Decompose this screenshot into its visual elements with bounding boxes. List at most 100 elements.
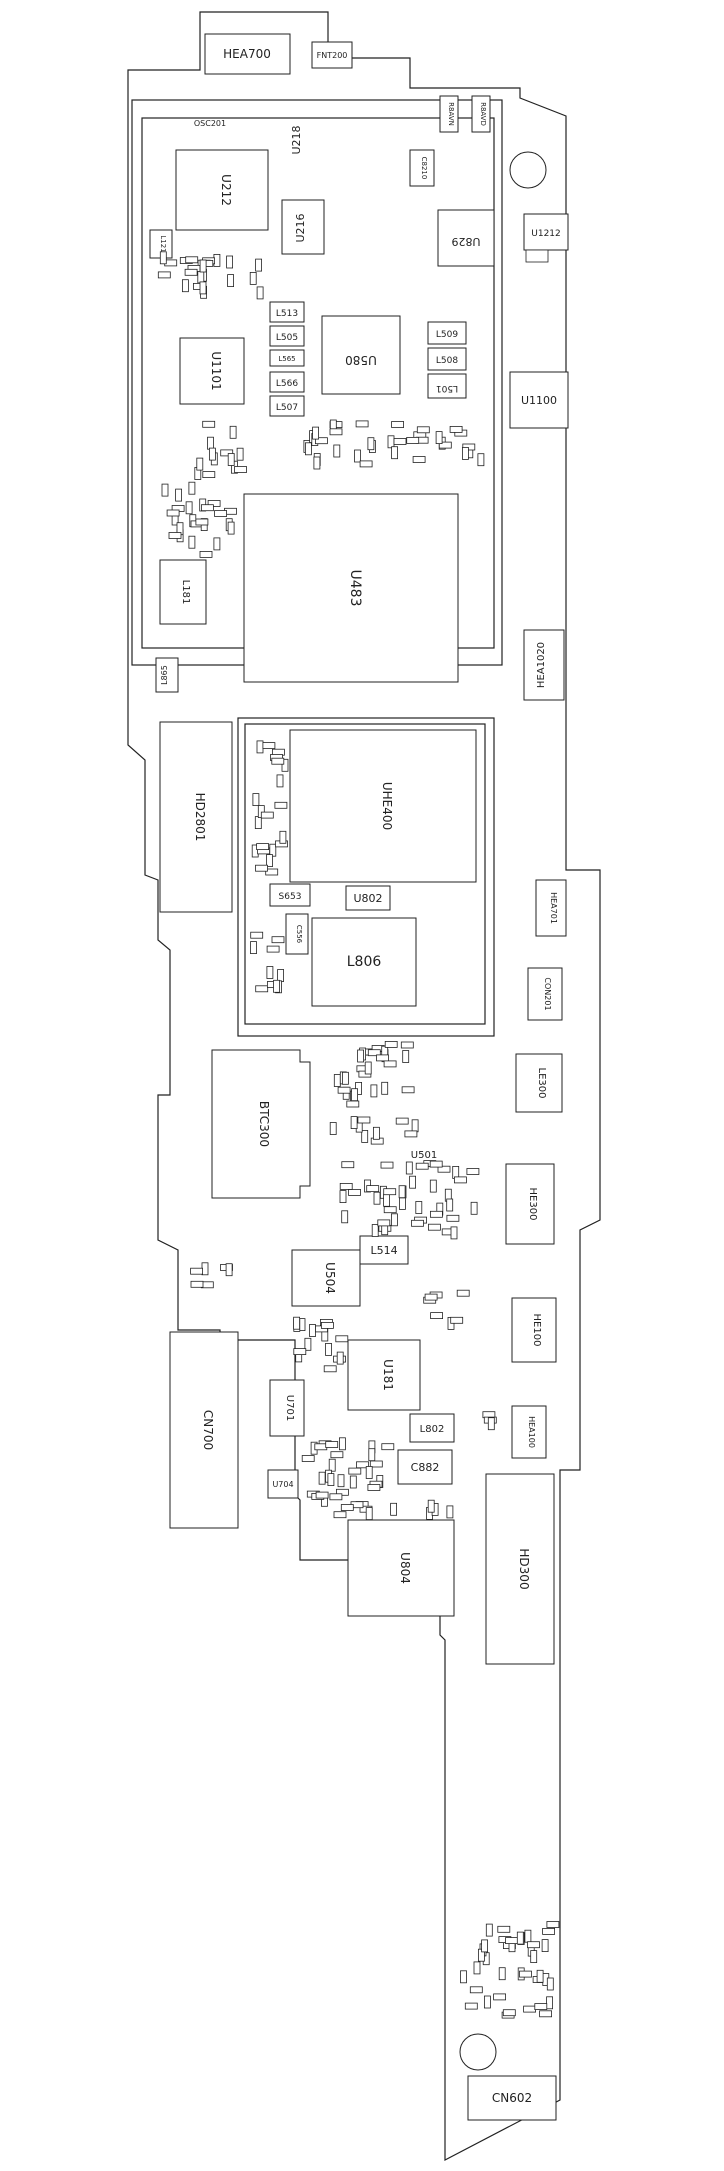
smd-part [277, 969, 285, 982]
smd-part [400, 1041, 414, 1049]
smd-part [220, 449, 234, 457]
smd-part [281, 758, 289, 772]
smd-part [427, 1499, 435, 1513]
l806-block [311, 917, 417, 1007]
smd-part [262, 742, 276, 749]
smd-part [273, 979, 280, 993]
smd-part [536, 1969, 544, 1983]
smd-part [391, 421, 405, 428]
u216-label: U216 [294, 213, 307, 242]
u212-label: U212 [219, 174, 233, 206]
smd-part [304, 1337, 312, 1351]
con201-label: CON201 [543, 977, 552, 1010]
smd-part [446, 1505, 454, 1519]
smd-part [523, 2005, 536, 2013]
smd-part [453, 1176, 467, 1184]
cn700-label: CN700 [201, 1410, 215, 1450]
l514-block [359, 1235, 409, 1265]
smd-part [271, 757, 285, 765]
smd-part [312, 426, 320, 440]
smd-part [337, 1086, 351, 1094]
smd-part [365, 1466, 373, 1479]
u1212-block [523, 213, 569, 251]
u580-block [321, 315, 401, 395]
smd-part [199, 281, 207, 295]
smd-part [368, 1448, 376, 1462]
smd-part [450, 1316, 464, 1324]
smd-part [249, 271, 257, 285]
smd-part [333, 1511, 347, 1519]
smd-part [196, 457, 204, 471]
he300-label: HE300 [527, 1188, 538, 1221]
hd300-label: HD300 [517, 1548, 531, 1589]
smd-part [383, 1060, 397, 1068]
hea100-block [511, 1405, 547, 1459]
smd-part [415, 1201, 423, 1214]
smd-part [367, 437, 375, 451]
smd-part [279, 830, 287, 844]
smd-part [197, 270, 205, 284]
smd-part [260, 811, 274, 819]
l514-label: L514 [370, 1244, 397, 1257]
l802-label: L802 [420, 1424, 445, 1435]
smd-part [404, 1130, 418, 1138]
smd-part [390, 1213, 398, 1227]
u504-label: U504 [323, 1262, 337, 1294]
smd-part [406, 436, 420, 444]
hea100-label: HEA100 [527, 1416, 536, 1448]
smd-part [207, 500, 221, 507]
he100-label: HE100 [531, 1314, 542, 1347]
smd-part [371, 1224, 379, 1237]
smd-part [202, 420, 216, 428]
u1212-label: U1212 [531, 229, 561, 239]
smd-part [485, 1923, 493, 1937]
c803-block [525, 249, 549, 263]
smd-part [301, 1455, 315, 1462]
l505-block [269, 325, 305, 347]
l181-block [159, 559, 207, 625]
smd-part [195, 518, 209, 526]
smd-part [256, 740, 264, 754]
cn602-block [467, 2075, 557, 2121]
smd-part [166, 509, 180, 517]
he300-block [505, 1163, 555, 1245]
c882-label: C882 [411, 1461, 440, 1474]
c8210-block [409, 149, 435, 187]
l565-label: L565 [278, 355, 295, 363]
smd-part [199, 551, 213, 558]
l501-label: L501 [436, 383, 458, 393]
hea1020-block [523, 629, 565, 701]
r8avd-label: R8AVD [479, 102, 487, 126]
smd-part [341, 1071, 349, 1085]
smd-part [381, 1081, 389, 1095]
smd-part [398, 1185, 406, 1199]
smd-part [229, 425, 237, 439]
smd-part [539, 2010, 552, 2018]
smd-part [325, 1441, 339, 1448]
smd-part [390, 1502, 398, 1516]
u802-label: U802 [353, 892, 382, 905]
smd-part [505, 1937, 518, 1944]
smd-part [254, 816, 262, 829]
smd-part [427, 1223, 441, 1231]
smd-part [293, 1348, 307, 1355]
smd-part [336, 1351, 344, 1365]
smd-part [318, 1471, 326, 1485]
smd-part [256, 843, 270, 850]
uhe400-block [289, 729, 477, 883]
smd-part [309, 1324, 316, 1337]
smd-part [416, 426, 430, 434]
smd-part [429, 1179, 437, 1193]
u1101-label: U1101 [209, 351, 223, 390]
smd-part [339, 1183, 353, 1190]
smd-part [516, 1931, 524, 1945]
smd-part [546, 1996, 553, 2010]
smd-part [184, 268, 198, 276]
smd-part [188, 535, 196, 549]
l509-block [427, 321, 467, 345]
smd-part [323, 1365, 337, 1373]
smd-part [466, 1168, 480, 1175]
smd-part [338, 1437, 346, 1451]
smd-part [456, 1289, 470, 1297]
screw-hole-bottom [459, 2033, 497, 2071]
